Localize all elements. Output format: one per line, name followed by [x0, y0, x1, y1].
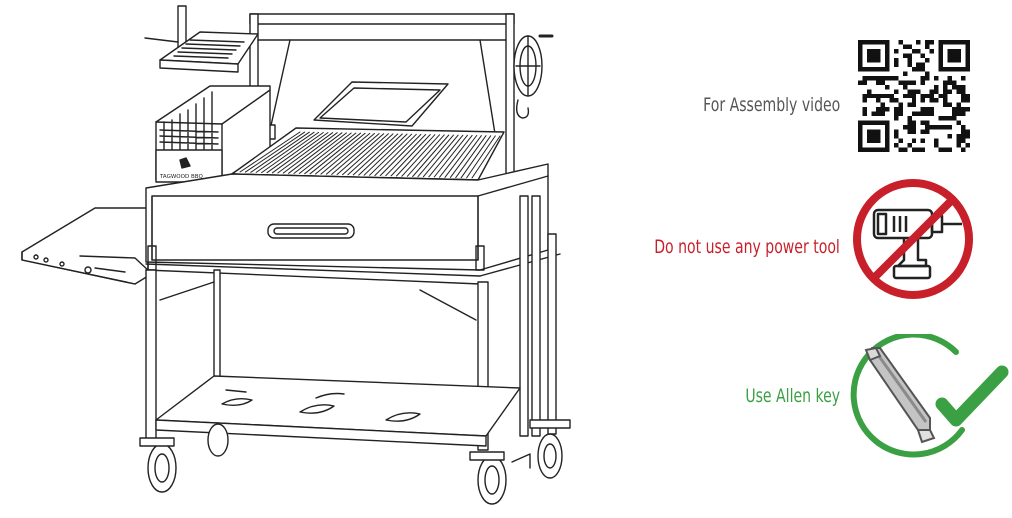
warming-rack [144, 5, 259, 73]
assembly-video-label: For Assembly video [702, 94, 840, 116]
griddle-plate [313, 81, 449, 127]
allen-key-check-icon [850, 334, 1009, 458]
cart-body [145, 163, 561, 285]
side-shelf [21, 207, 151, 285]
cart-legs [145, 195, 557, 451]
crank-wheel [513, 34, 554, 119]
no-power-drill-icon [853, 179, 973, 299]
grill-cart-illustration: TAGWOOD BBQ [21, 5, 571, 505]
firebox-brand: TAGWOOD BBQ [159, 174, 203, 180]
allen-key-label: Use Allen key [745, 385, 840, 407]
no-power-tool-label: Do not use any power tool [654, 236, 840, 258]
bottom-shelf [155, 375, 521, 447]
caster-wheels [139, 419, 571, 505]
firebox: TAGWOOD BBQ [155, 85, 271, 183]
qr-code-icon[interactable] [858, 40, 970, 152]
